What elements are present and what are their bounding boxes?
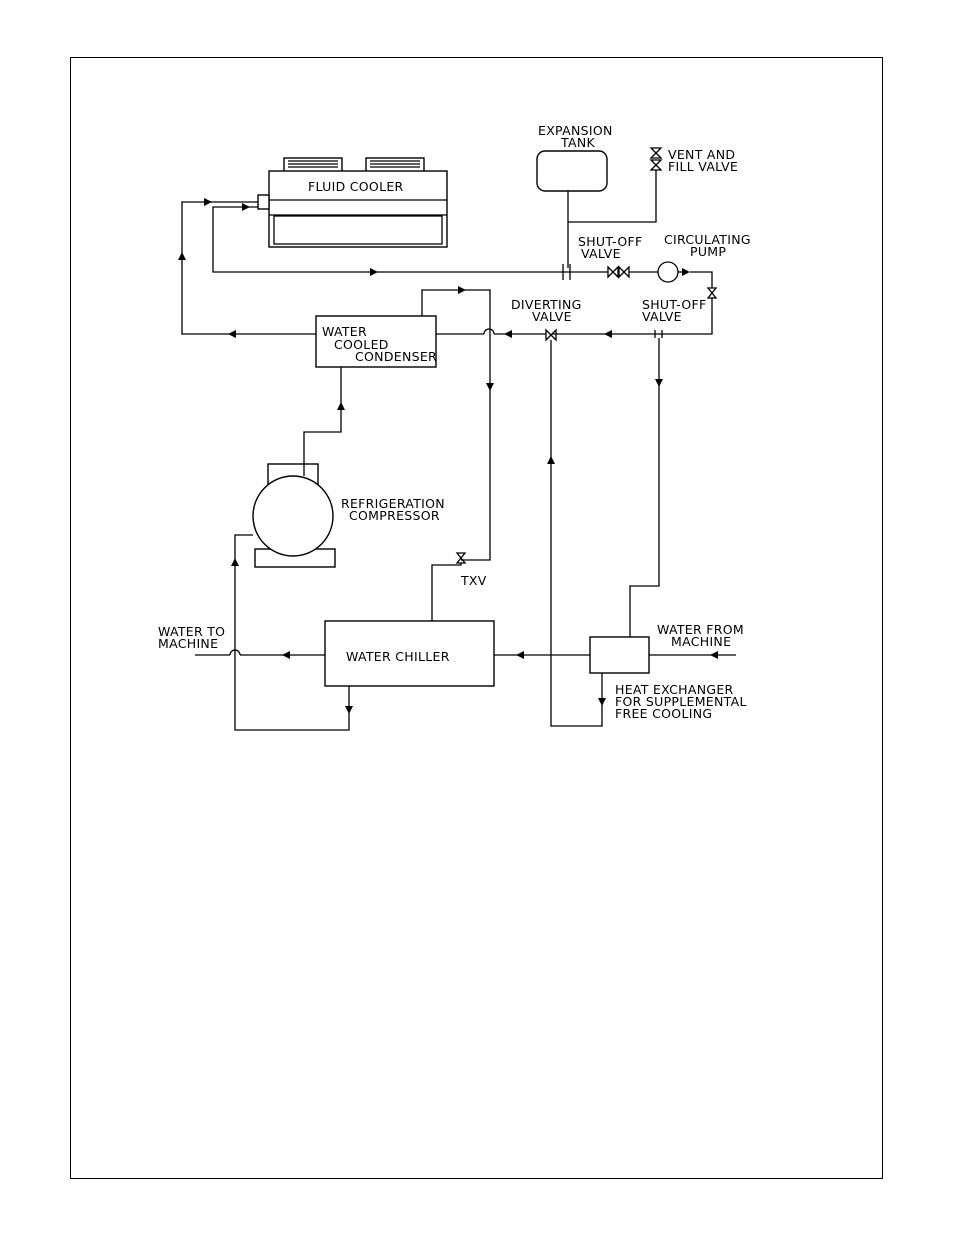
- txv-label: TXV: [460, 573, 487, 588]
- vent-fill-valve: VENT AND FILL VALVE: [651, 147, 738, 174]
- diverting-valve-icon: [546, 330, 556, 340]
- pipe-compressor-discharge: [304, 367, 345, 476]
- pipe-water-to-machine: [195, 650, 325, 659]
- pipe-shutoff-down: [630, 338, 663, 637]
- circulating-pump-label-2: PUMP: [690, 244, 726, 259]
- upper-shutoff-valve-icon: [608, 267, 618, 277]
- fluid-cooler: FLUID COOLER: [258, 158, 447, 247]
- compressor-label-2: COMPRESSOR: [349, 508, 440, 523]
- fluid-cooler-connection: [258, 195, 269, 209]
- water-chiller: WATER CHILLER: [325, 621, 494, 686]
- pipe-diverting-line: [436, 329, 663, 340]
- diverting-valve-label-2: VALVE: [532, 309, 572, 324]
- vent-fill-label-2: FILL VALVE: [668, 159, 738, 174]
- lower-shutoff-label-2: VALVE: [642, 309, 682, 324]
- fluid-cooler-fan-left: [284, 158, 342, 172]
- heat-exchanger-label-3: FREE COOLING: [615, 706, 712, 721]
- heat-exchanger: HEAT EXCHANGER FOR SUPPLEMENTAL FREE COO…: [590, 637, 747, 721]
- water-chiller-label: WATER CHILLER: [346, 649, 450, 664]
- expansion-tank-label-2: TANK: [560, 135, 595, 150]
- refrigeration-compressor: REFRIGERATION COMPRESSOR: [253, 464, 445, 567]
- pipe-hx-to-chiller: [494, 651, 590, 659]
- txv-icon: [457, 553, 465, 563]
- water-from-machine-label-2: MACHINE: [671, 634, 731, 649]
- condenser-label-3: CONDENSER: [355, 349, 437, 364]
- water-to-machine-label-2: MACHINE: [158, 636, 218, 651]
- expansion-tank: EXPANSION TANK: [537, 123, 613, 191]
- water-cooled-condenser: WATER COOLED CONDENSER: [316, 316, 437, 367]
- fluid-cooler-label: FLUID COOLER: [308, 179, 404, 194]
- fluid-cooler-fan-right: [366, 158, 424, 172]
- pipe-water-from-machine: [649, 651, 736, 659]
- circulating-pump-icon: [658, 262, 678, 282]
- upper-shutoff-label-2: VALVE: [581, 246, 621, 261]
